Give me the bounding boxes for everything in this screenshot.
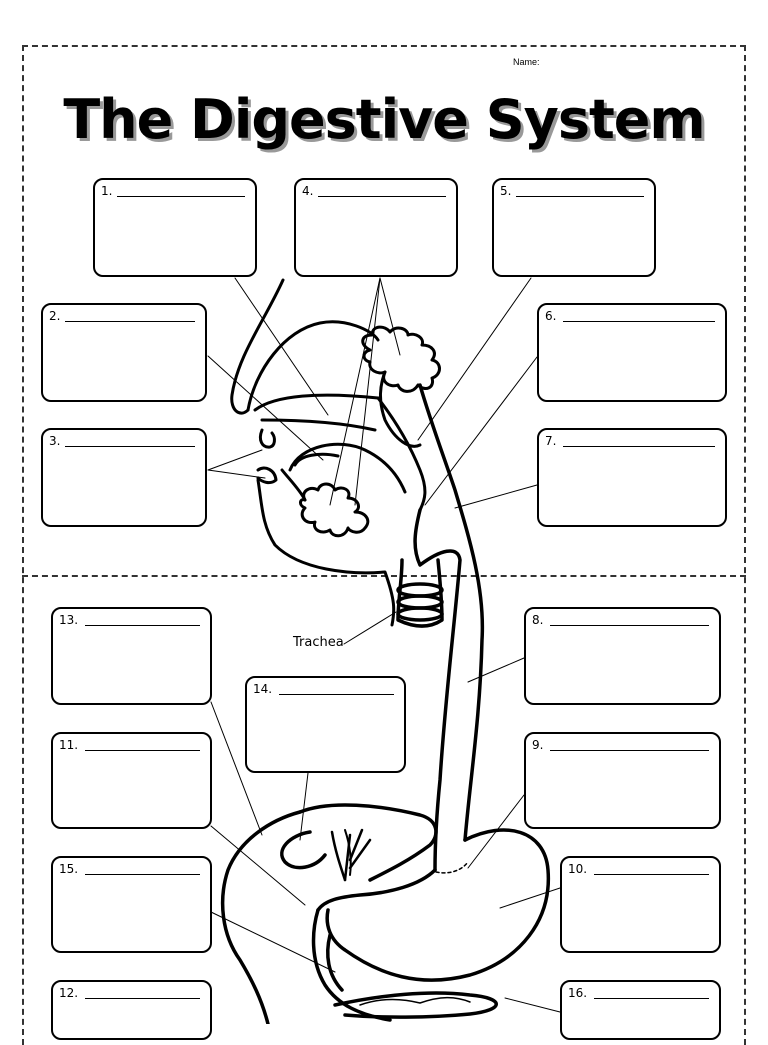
label-number: 3. xyxy=(49,434,61,448)
label-box-8[interactable]: 8. xyxy=(524,607,721,705)
digestive-system-diagram xyxy=(207,277,561,1024)
answer-line xyxy=(594,874,709,875)
label-number: 4. xyxy=(302,184,314,198)
label-number: 12. xyxy=(59,986,79,1000)
answer-line xyxy=(85,874,200,875)
label-box-14[interactable]: 14. xyxy=(245,676,406,773)
cut-line xyxy=(22,575,746,577)
page-title: The Digestive System xyxy=(63,88,705,151)
answer-line xyxy=(594,998,709,999)
label-number: 14. xyxy=(253,682,273,696)
label-number: 7. xyxy=(545,434,557,448)
answer-line xyxy=(65,446,195,447)
answer-line xyxy=(550,750,709,751)
answer-line xyxy=(279,694,394,695)
answer-line xyxy=(117,196,245,197)
label-box-13[interactable]: 13. xyxy=(51,607,212,705)
label-number: 1. xyxy=(101,184,113,198)
label-number: 16. xyxy=(568,986,588,1000)
answer-line xyxy=(65,321,195,322)
answer-line xyxy=(516,196,644,197)
label-number: 5. xyxy=(500,184,512,198)
label-box-6[interactable]: 6. xyxy=(537,303,727,402)
name-label: Name: xyxy=(513,57,540,67)
label-number: 11. xyxy=(59,738,79,752)
label-box-5[interactable]: 5. xyxy=(492,178,656,277)
answer-line xyxy=(85,625,200,626)
answer-line xyxy=(85,998,200,999)
label-box-1[interactable]: 1. xyxy=(93,178,257,277)
label-number: 6. xyxy=(545,309,557,323)
label-box-11[interactable]: 11. xyxy=(51,732,212,829)
label-number: 8. xyxy=(532,613,544,627)
label-box-3[interactable]: 3. xyxy=(41,428,207,527)
answer-line xyxy=(563,446,715,447)
label-box-4[interactable]: 4. xyxy=(294,178,458,277)
trachea-label: Trachea xyxy=(293,635,344,650)
label-number: 9. xyxy=(532,738,544,752)
label-box-9[interactable]: 9. xyxy=(524,732,721,829)
answer-line xyxy=(563,321,715,322)
answer-line xyxy=(85,750,200,751)
label-box-15[interactable]: 15. xyxy=(51,856,212,953)
label-number: 2. xyxy=(49,309,61,323)
label-box-2[interactable]: 2. xyxy=(41,303,207,402)
label-box-7[interactable]: 7. xyxy=(537,428,727,527)
label-number: 10. xyxy=(568,862,588,876)
worksheet-border xyxy=(22,45,746,1045)
answer-line xyxy=(318,196,446,197)
label-number: 13. xyxy=(59,613,79,627)
leader-lines xyxy=(207,277,561,1013)
label-number: 15. xyxy=(59,862,79,876)
label-box-10[interactable]: 10. xyxy=(560,856,721,953)
answer-line xyxy=(550,625,709,626)
